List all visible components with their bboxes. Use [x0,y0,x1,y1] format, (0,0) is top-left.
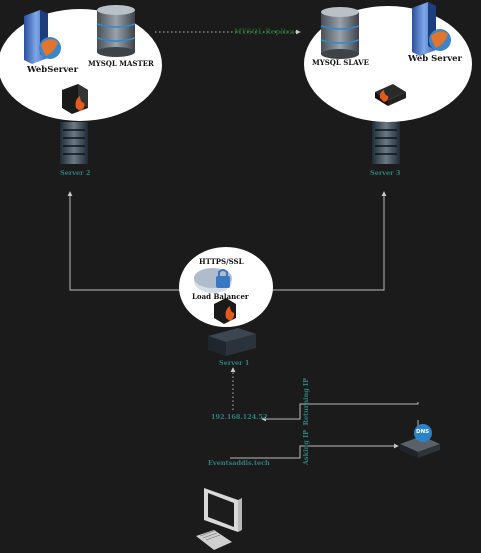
https-ssl-label: HTTPS/SSL [199,257,244,266]
server-rack-icon [60,122,88,164]
web-server-icon [412,2,451,56]
database-icon [96,5,136,57]
firewall-icon [62,84,88,114]
dns-label: DNS [416,429,430,435]
server2-label: Server 2 [60,169,91,177]
database-icon [320,7,360,59]
server-rack-icon [208,328,256,356]
router-icon [400,436,440,458]
mysql-replica-label: MYSQL Replica [234,27,295,36]
web-server-icon [24,10,61,64]
domain-label: Eventsaddis.tech [208,459,270,467]
dns-badge [414,424,432,442]
firewall-icon [214,298,236,324]
ip-address-label: 192.168.124.52 [211,413,268,421]
lb-to-server3-line [272,191,387,291]
web-server-right-label: Web Server [408,54,463,64]
firewall-icon [375,84,406,106]
asking-ip-line [230,443,399,459]
server1-label: Server 1 [219,359,250,367]
mysql-slave-label: MYSQL SLAVE [312,58,369,67]
server-rack-icon [372,122,400,164]
returning-ip-line [261,402,419,422]
asking-ip-label: Asking IP [302,430,310,466]
lb-to-server2-line [67,191,180,291]
computer-icon [196,488,242,550]
load-balancer-label: Load Balancer [192,292,249,301]
returning-ip-label: Returning IP [302,378,310,426]
web-server-left-label: WebServer [27,65,79,75]
server3-label: Server 3 [370,169,401,177]
load-balancer-icon [194,268,232,293]
mysql-master-label: MYSQL MASTER [88,59,154,68]
